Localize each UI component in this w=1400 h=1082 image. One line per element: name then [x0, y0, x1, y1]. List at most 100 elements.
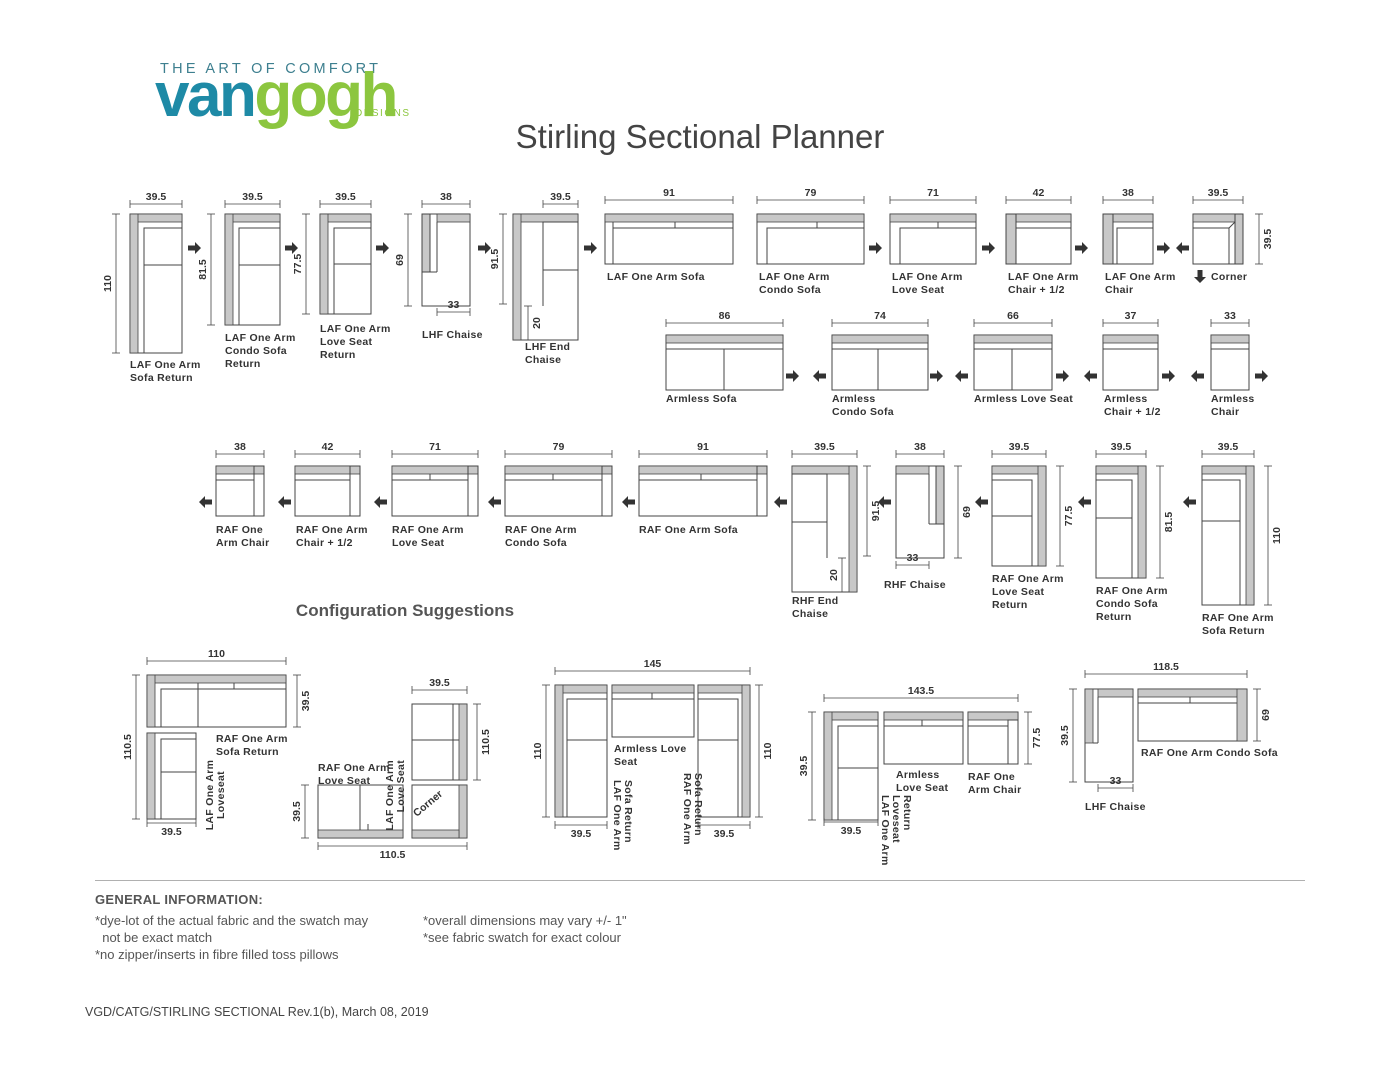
dimension-label: 91: [663, 187, 675, 199]
arm-band: [1210, 334, 1250, 344]
direction-arrow-icon: [975, 496, 988, 508]
piece-label: Return: [320, 349, 356, 361]
dimension-label: 143.5: [908, 685, 934, 697]
direction-arrow-icon: [622, 496, 635, 508]
general-notes-left: *dye-lot of the actual fabric and the sw…: [95, 913, 369, 962]
arm-band: [1015, 213, 1072, 223]
arm-band: [1005, 213, 1017, 265]
dimension-label: 39.5: [1059, 725, 1071, 746]
piece-label: Armless: [896, 769, 940, 781]
direction-arrow-icon: [1075, 242, 1088, 254]
piece-label: Return: [992, 599, 1028, 611]
direction-arrow-icon: [488, 496, 501, 508]
arm-band: [756, 213, 865, 223]
piece-label: Sofa Return: [130, 372, 193, 384]
dimension-label: 77.5: [292, 254, 304, 275]
piece-label: LAF One Arm: [204, 760, 216, 831]
direction-arrow-icon: [1255, 370, 1268, 382]
cushion: [638, 479, 758, 517]
piece-label: LHF End: [525, 341, 570, 353]
piece-label: RAF One Arm: [216, 733, 288, 745]
dimension-label: 81.5: [1163, 512, 1175, 533]
piece-label: Loveseat: [890, 795, 902, 843]
direction-arrow-icon: [374, 496, 387, 508]
arm-band: [411, 829, 460, 839]
piece-label: Sofa Return: [622, 780, 634, 843]
arm-band: [458, 784, 468, 839]
piece-label: RHF End: [792, 595, 838, 607]
cushion: [1201, 479, 1241, 606]
dimension-label: 42: [1033, 187, 1045, 199]
direction-arrow-icon: [878, 496, 891, 508]
piece-label: Chair: [1211, 406, 1239, 418]
piece-label: Loveseat: [215, 771, 227, 819]
logo-van: van: [155, 61, 257, 130]
direction-arrow-icon: [478, 242, 491, 254]
dimension-label: 66: [1007, 310, 1019, 322]
dimension-label: 71: [429, 441, 441, 453]
dimension-label: 39.5: [550, 191, 571, 203]
dimension-label: 110: [532, 742, 544, 759]
dimension-label: 39.5: [1111, 441, 1132, 453]
piece-label: Armless Love Seat: [974, 393, 1073, 405]
dimension-label: 69: [394, 254, 406, 266]
arm-band: [883, 711, 964, 721]
arm-band: [791, 465, 858, 475]
piece-label: RAF One Arm: [992, 573, 1064, 585]
dimension-label: 110.5: [480, 729, 492, 755]
dimension-label: 39.5: [841, 825, 862, 837]
dimension-label: 38: [440, 191, 452, 203]
arm-band: [611, 684, 695, 694]
direction-arrow-icon: [278, 496, 291, 508]
piece-label: RAF One Arm Sofa: [639, 524, 738, 536]
dimension-label: 20: [828, 569, 840, 581]
dimension-label: 39.5: [429, 677, 450, 689]
dimension-label: 110: [102, 275, 114, 292]
dimension-label: 38: [234, 441, 246, 453]
piece-label: Sofa Return: [692, 773, 704, 836]
direction-arrow-icon: [1194, 270, 1206, 283]
dimension-label: 39.5: [571, 828, 592, 840]
piece-label: LAF One Arm: [1008, 271, 1079, 283]
arm-band: [831, 334, 929, 344]
arm-band: [604, 213, 734, 223]
dimension-label: 39.5: [291, 801, 303, 822]
cushion: [391, 479, 469, 517]
piece-label: LHF Chaise: [422, 329, 483, 341]
arm-band: [504, 465, 613, 475]
arm-band: [1097, 688, 1134, 698]
direction-arrow-icon: [1176, 242, 1189, 254]
piece-label: Chaise: [792, 608, 828, 620]
arm-band: [1245, 465, 1255, 606]
cushion: [542, 221, 579, 271]
dimension-label: 20: [531, 317, 543, 329]
arm-band: [1192, 213, 1236, 223]
dimension-label: 81.5: [197, 259, 209, 280]
dimension-label: 91.5: [870, 501, 882, 522]
direction-arrow-icon: [1183, 496, 1196, 508]
dimension-label: 39.5: [1208, 187, 1229, 199]
piece-label: Love Seat: [395, 760, 407, 813]
seam-line: [1228, 221, 1236, 229]
cushion: [294, 479, 351, 517]
direction-arrow-icon: [869, 242, 882, 254]
arm-band: [638, 465, 768, 475]
piece-label: Return: [225, 358, 261, 370]
dimension-label: 110: [762, 742, 774, 759]
dimension-label: 39.5: [1262, 229, 1274, 250]
cushion: [160, 688, 287, 728]
piece-label: Love Seat: [896, 782, 949, 794]
dimension-label: 39.5: [300, 691, 312, 712]
arm-band: [391, 465, 479, 475]
arm-band: [1137, 688, 1248, 698]
